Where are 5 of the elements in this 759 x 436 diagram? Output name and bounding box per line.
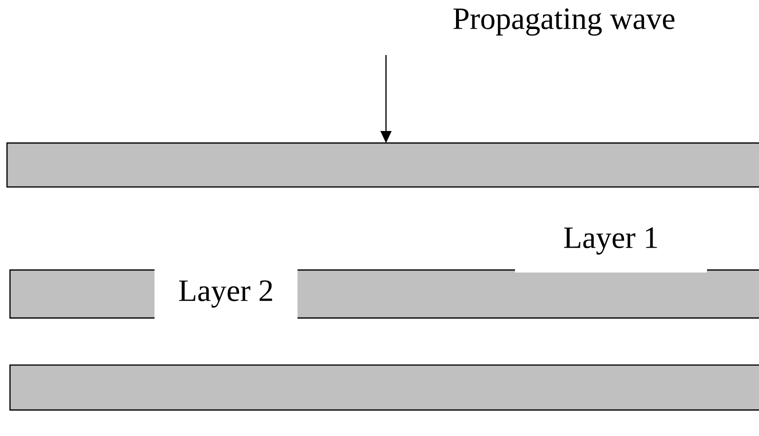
wave-label: Propagating wave [453,8,674,36]
layer-label: Layer 2 [154,269,298,319]
layer-bar [6,142,759,188]
layer-bar [9,364,759,411]
layer-label: Layer 1 [515,227,707,272]
